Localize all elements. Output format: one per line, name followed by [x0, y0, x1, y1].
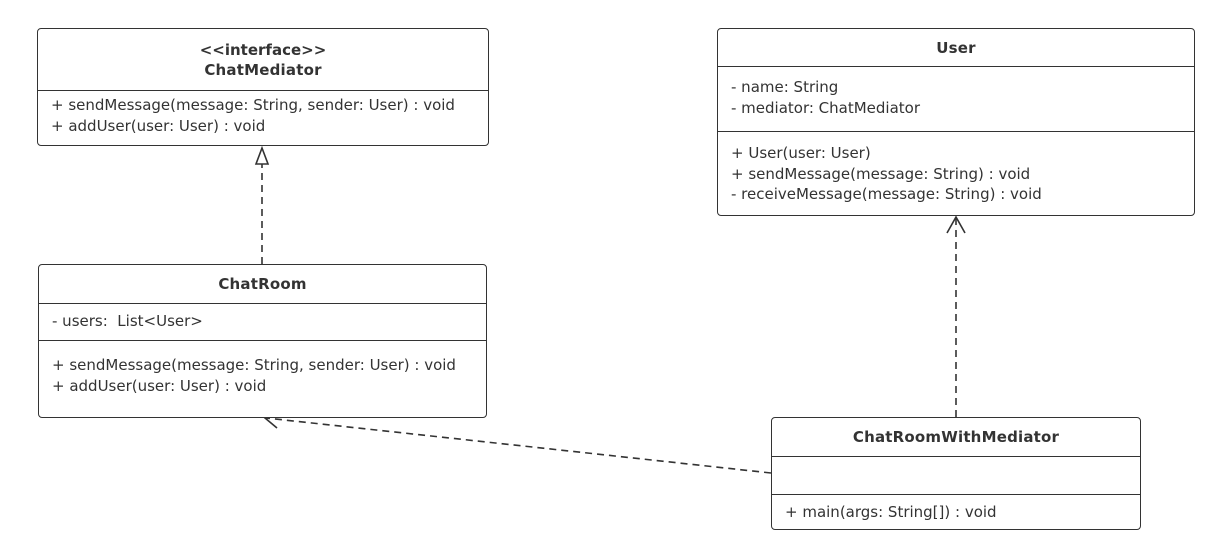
class-box-user[interactable]: User - name: String - mediator: ChatMedi… [717, 28, 1195, 216]
attributes-section: - name: String - mediator: ChatMediator [718, 66, 1194, 131]
method: + addUser(user: User) : void [51, 116, 266, 135]
stereotype-label: <<interface>> [199, 40, 327, 59]
attribute: - name: String [731, 78, 839, 96]
class-header: ChatRoomWithMediator [772, 418, 1140, 456]
class-name: ChatRoom [218, 275, 307, 293]
method: + sendMessage(message: String, sender: U… [51, 96, 455, 114]
class-name: ChatMediator [204, 60, 322, 79]
class-header: User [718, 29, 1194, 66]
attributes-section [772, 456, 1140, 494]
method: + sendMessage(message: String, sender: U… [52, 356, 456, 374]
method: - receiveMessage(message: String) : void [731, 185, 1042, 203]
class-header: ChatRoom [39, 265, 486, 303]
attributes-section: - users: List<User> [39, 303, 486, 340]
methods-section: + sendMessage(message: String, sender: U… [38, 90, 488, 145]
dependency-edge-chatroomwithmediator-chatroom[interactable] [265, 417, 772, 474]
dependency-arrowhead-user [946, 215, 966, 234]
class-box-chat-room[interactable]: ChatRoom - users: List<User> + sendMessa… [38, 264, 487, 418]
method: + sendMessage(message: String) : void [731, 164, 1031, 183]
attribute: - mediator: ChatMediator [731, 98, 921, 117]
methods-section: + sendMessage(message: String, sender: U… [39, 340, 486, 417]
methods-section: + main(args: String[]) : void [772, 494, 1140, 529]
attribute: - users: List<User> [52, 312, 203, 330]
method: + User(user: User) [731, 144, 871, 162]
class-box-chat-room-with-mediator[interactable]: ChatRoomWithMediator + main(args: String… [771, 417, 1141, 530]
method: + main(args: String[]) : void [785, 503, 997, 521]
methods-section: + User(user: User) + sendMessage(message… [718, 131, 1194, 215]
class-name: User [936, 38, 976, 57]
realization-arrowhead [254, 145, 270, 165]
class-header: <<interface>> ChatMediator [38, 29, 488, 90]
class-name: ChatRoomWithMediator [852, 428, 1060, 446]
method: + addUser(user: User) : void [52, 376, 267, 395]
class-box-chat-mediator[interactable]: <<interface>> ChatMediator + sendMessage… [37, 28, 489, 146]
